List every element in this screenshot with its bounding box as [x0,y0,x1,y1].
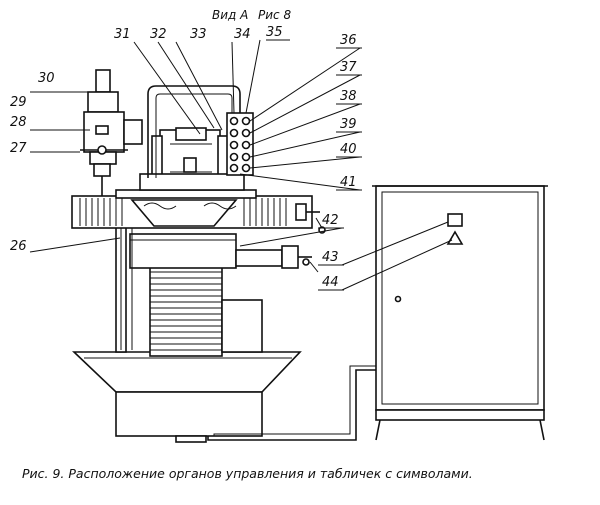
callout-41: 41 [340,175,357,190]
warning-triangle-icon [446,230,464,245]
callout-35: 35 [266,25,283,40]
callout-44: 44 [322,275,339,290]
motor-cap [95,69,111,93]
table-saddle [130,199,238,227]
callout-37: 37 [340,60,357,75]
table-bellows-right [243,198,287,226]
callout-26: 26 [10,239,27,254]
view-ref: Рис 8 [258,8,291,22]
head-ram [139,173,245,191]
door-handle [394,295,402,303]
knee [129,233,237,269]
callout-30: 30 [38,71,55,86]
overhead-arch [147,85,241,178]
table-bellows-left [79,198,123,226]
callout-38: 38 [340,89,357,104]
leader-lines [29,39,453,291]
callout-28: 28 [10,115,27,130]
table-top [115,189,257,199]
vertical-bellows [149,265,223,357]
callout-43: 43 [322,250,339,265]
callout-31: 31 [114,27,131,42]
callout-39: 39 [340,117,357,132]
panel-buttons [229,116,251,173]
electrical-cabinet [372,185,548,441]
machine-base [115,391,263,437]
callout-32: 32 [150,27,167,42]
callout-36: 36 [340,33,357,48]
figure-caption: Рис. 9. Расположение органов управления … [22,466,473,481]
view-title: Вид А [212,8,248,22]
table-handwheel [295,203,307,221]
bellows-pleats [150,271,222,351]
callout-40: 40 [340,142,357,157]
cable-conduit [207,369,376,441]
cabinet-plate [447,213,463,227]
knee-shaft [235,249,283,267]
callout-42: 42 [322,213,339,228]
callout-33: 33 [190,27,207,42]
callout-34: 34 [234,27,251,42]
callout-27: 27 [10,141,27,156]
milling-machine [71,69,326,443]
callout-29: 29 [10,95,27,110]
